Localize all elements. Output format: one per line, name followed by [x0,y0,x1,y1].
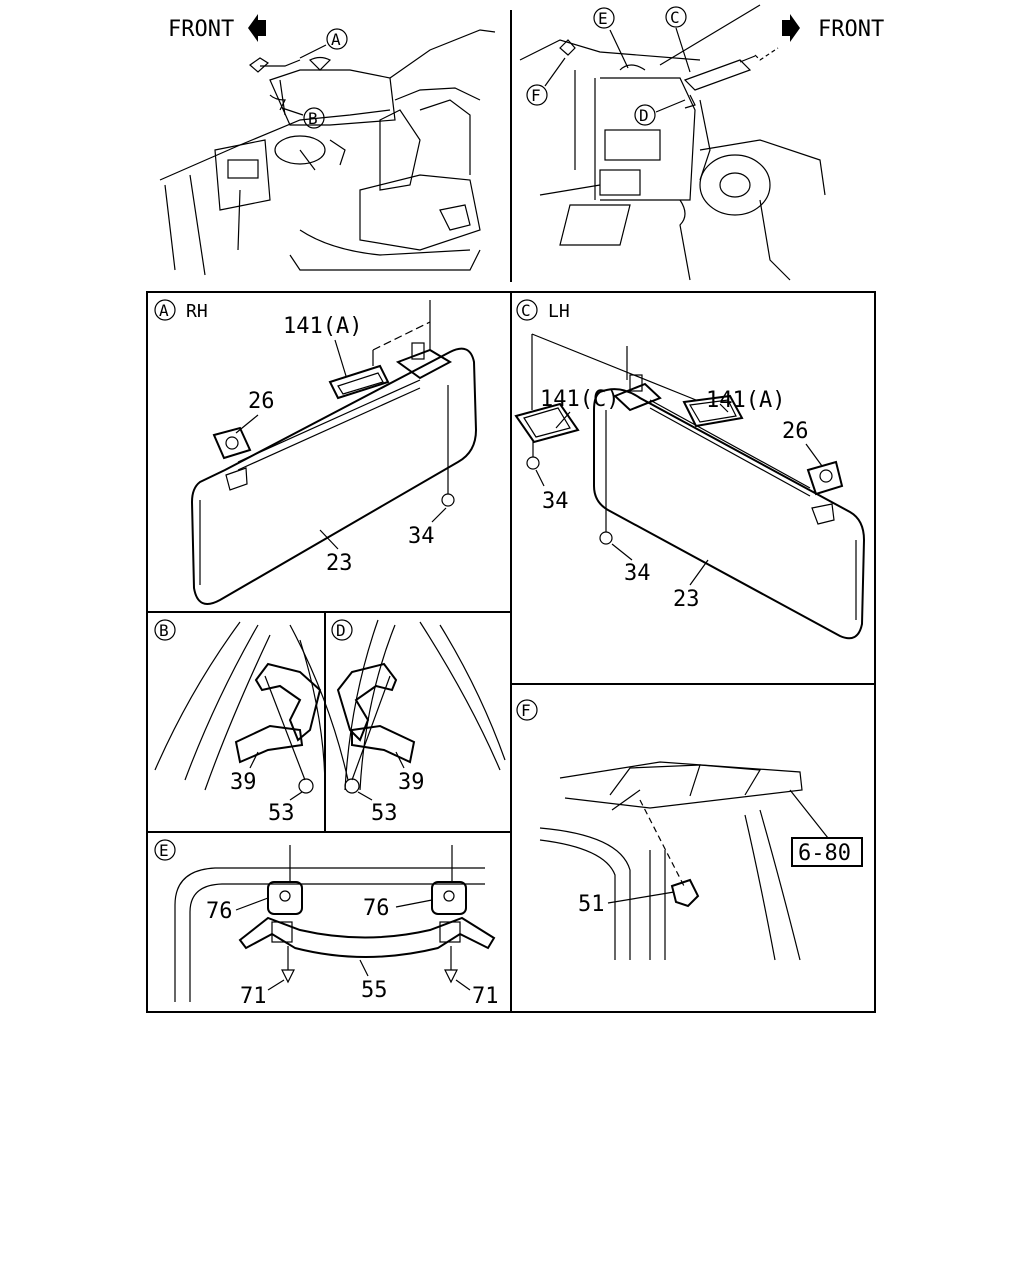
front-arrow-right-icon [782,14,800,42]
detail-grid [146,291,876,1013]
visor-clip-26 [212,426,252,460]
part-label-26: 26 [248,389,275,414]
panel-a-rh-sun-visor: A RH 141(A) 26 34 23 [154,299,478,605]
part-label-26-lh: 26 [782,419,809,444]
reference-box-6-80 [791,837,863,867]
front-arrow-left-icon [248,14,266,42]
part-label-141a-lh: 141(A) [706,388,785,413]
part-label-23: 23 [326,551,353,576]
part-label-76-left: 76 [206,899,233,924]
front-label-right: FRONT [818,17,884,42]
front-label-left: FRONT [168,17,234,42]
panel-c-side: LH [548,301,570,322]
part-label-55: 55 [361,978,388,1003]
svg-text:D: D [639,106,649,125]
panel-d-letter: D [336,621,346,640]
panel-a-letter: A [159,301,169,320]
overview-callout-c: C [665,6,691,73]
panel-f-letter: F [521,701,531,720]
svg-text:E: E [598,9,608,28]
grip-base-76-right [431,881,467,915]
panel-a-side: RH [186,301,208,322]
part-label-71-right: 71 [472,984,499,1009]
overview-callout-e: E [593,7,629,69]
screw-53-b [298,778,314,794]
visor-clip-26-lh [806,460,844,496]
screw-53-d [344,778,360,794]
roof-grip-55 [238,916,496,958]
part-label-39-d: 39 [398,770,425,795]
screw-71-right [444,969,458,984]
screw-34-lh-a [526,456,540,470]
overview-callout-d: D [634,99,686,126]
part-label-71-left: 71 [240,984,267,1009]
part-label-141c: 141(C) [540,387,619,412]
panel-c-letter: C [521,301,531,320]
panel-f-pillar-clip: F 51 6-80 [516,699,863,961]
part-label-39-b: 39 [230,770,257,795]
panel-d-assist-grip: D 39 53 [331,619,506,826]
cover-141c [514,402,580,444]
grip-39-b [254,662,322,742]
part-label-53-b: 53 [268,801,295,826]
part-label-53-d: 53 [371,801,398,826]
svg-text:F: F [531,86,541,105]
part-label-141a: 141(A) [283,314,362,339]
sun-visor-rh [190,347,478,605]
panel-b-letter: B [159,621,169,640]
pillar-clip-51 [670,878,700,908]
grip-base-76-left [267,881,303,915]
svg-text:C: C [670,8,680,27]
sun-visor-lh [593,388,866,640]
overview-callout-a: A [299,28,348,59]
overview-callout-f: F [526,57,566,106]
part-label-76-right: 76 [363,896,390,921]
cab-interior-left-illustration [159,29,496,276]
grip-39-d [336,662,398,742]
screw-34-lh-b [599,531,613,545]
cover-141a-lh [682,394,744,428]
panel-e-letter: E [159,841,169,860]
screw-34-rh [441,493,455,507]
svg-text:A: A [331,30,341,49]
part-label-34-lh-b: 34 [624,561,651,586]
cover-141a-rh [328,364,390,400]
reference-label: 6-80 [798,841,851,866]
overview-callout-b: B [281,107,325,129]
part-label-34-lh-a: 34 [542,489,569,514]
svg-text:B: B [308,109,318,128]
panel-b-assist-grip: B 39 53 [154,619,349,826]
panel-e-roof-grip: E 76 76 71 55 71 [154,839,499,1009]
panel-c-lh-sun-visor: C LH 141(C) 141(A) 26 [514,299,866,640]
part-label-34: 34 [408,524,435,549]
cab-interior-right-illustration [519,4,826,281]
overview-section: FRONT [159,4,884,282]
part-label-51: 51 [578,892,605,917]
part-label-23-lh: 23 [673,587,700,612]
